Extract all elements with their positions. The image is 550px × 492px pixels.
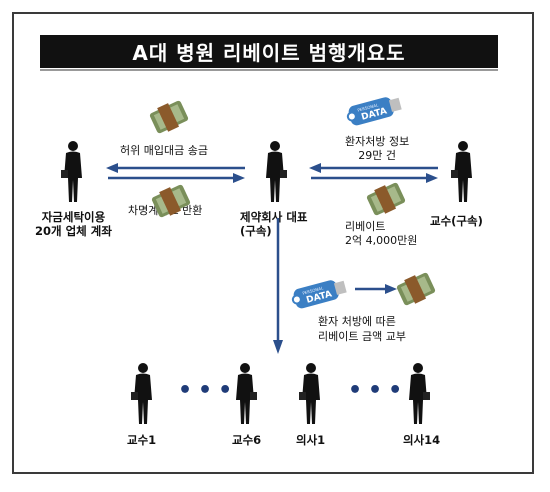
- money-icon-lower: [396, 272, 436, 306]
- doctor-label-1: 교수1: [127, 433, 157, 447]
- person-icon-laundering: [60, 140, 86, 204]
- ellipsis-dots-left: •••: [178, 378, 239, 403]
- arrow-fake-payment: [106, 163, 245, 183]
- person-icon-pharma-ceo: [262, 140, 288, 204]
- arrow-prescription-info: [309, 163, 438, 183]
- usb-small-label-top: PERSONAL: [357, 102, 380, 113]
- money-icon-bottom-left: [151, 184, 191, 218]
- doctor-label-3: 의사1: [296, 433, 326, 447]
- doctor-label-2: 교수6: [232, 433, 262, 447]
- person-icon-professor: [450, 140, 476, 204]
- arrow-down-to-doctors: [273, 218, 283, 354]
- person-icon-doctor-3: [298, 362, 324, 426]
- usb-data-icon-top: PERSONAL DATA: [346, 97, 402, 126]
- edge-label-rebate: 리베이트 2억 4,000만원: [345, 220, 418, 247]
- node-label-pharma-ceo: 제약회사 대표 (구속): [240, 210, 308, 238]
- edge-label-per-prescription: 환자 처방에 따른 리베이트 금액 교부: [318, 315, 406, 343]
- edge-label-fake-payment: 허위 매입대금 송금: [120, 144, 208, 157]
- money-icon-rebate: [366, 182, 406, 216]
- ellipsis-dots-right: •••: [348, 378, 409, 403]
- person-icon-doctor-2: [232, 362, 258, 426]
- usb-small-label-lower: PERSONAL: [302, 285, 325, 296]
- node-label-professor: 교수(구속): [430, 214, 483, 228]
- title-underline: [40, 69, 498, 71]
- edge-label-prescription-info: 환자처방 정보 29만 건: [345, 135, 410, 162]
- arrow-usb-to-money: [355, 284, 397, 294]
- money-icon-top-left: [149, 100, 189, 134]
- usb-data-icon-lower: PERSONAL DATA: [291, 280, 347, 309]
- person-icon-doctor-4: [405, 362, 431, 426]
- node-label-laundering: 자금세탁이용 20개 업체 계좌: [35, 210, 112, 238]
- diagram-title: A대 병원 리베이트 범행개요도: [40, 35, 498, 68]
- diagram-frame: [12, 12, 534, 474]
- person-icon-doctor-1: [130, 362, 156, 426]
- doctor-label-4: 의사14: [403, 433, 441, 447]
